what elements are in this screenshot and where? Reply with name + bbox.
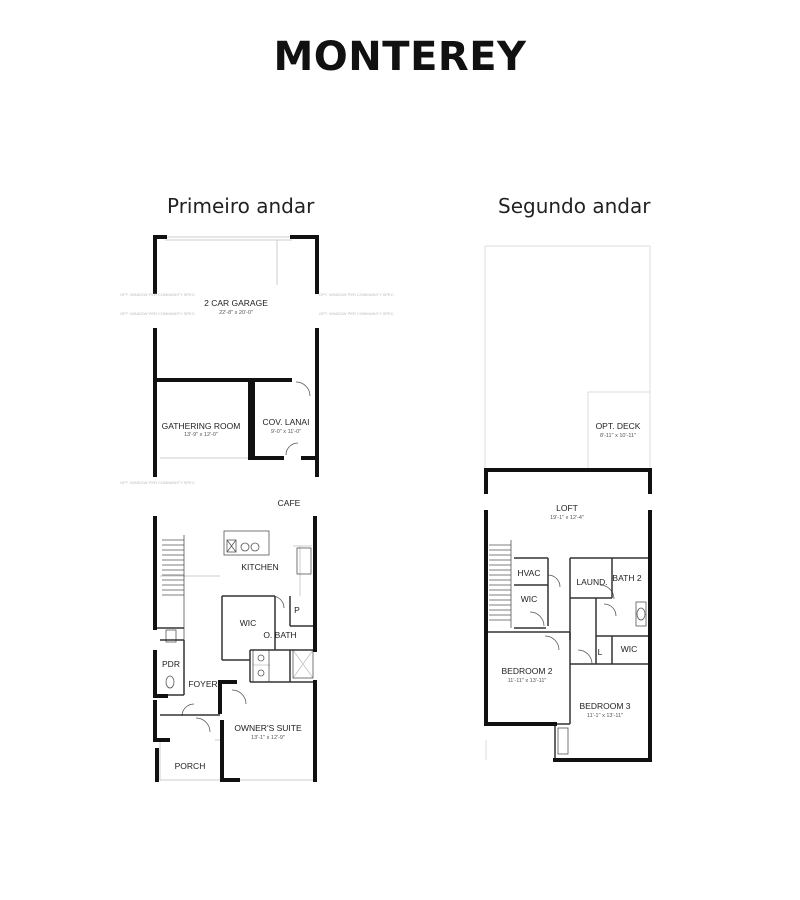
room-dim-garage: 22'-8" x 20'-0" — [219, 310, 253, 316]
room-dim-loft: 19'-1" x 12'-4" — [550, 515, 584, 521]
second-floor-fixtures — [529, 574, 647, 755]
second-floor-thin-walls — [486, 557, 648, 760]
room-label-deck: OPT. DECK — [596, 421, 641, 431]
first-floor-thin-walls — [155, 595, 315, 716]
room-label-wic: WIC — [240, 618, 257, 628]
room-label-bedroom-2: BEDROOM 2 — [501, 666, 552, 676]
room-label-cafe: CAFE — [278, 498, 301, 508]
option-note: OPT. WINDOW PER COMMUNITY SPEC. — [319, 311, 395, 316]
room-label-kitchen: KITCHEN — [241, 562, 278, 572]
option-note: OPT. WINDOW PER COMMUNITY SPEC. — [120, 480, 196, 485]
kitchen-island — [223, 530, 312, 575]
room-dim-bedroom-2: 11'-11" x 13'-11" — [508, 678, 547, 684]
room-label-linen: L — [598, 647, 603, 657]
room-label-wic-2: WIC — [621, 644, 638, 654]
room-label-lanai: COV. LANAI — [263, 417, 310, 427]
room-label-pantry: P — [294, 605, 300, 615]
option-note: OPT. WINDOW PER COMMUNITY SPEC. — [319, 292, 395, 297]
room-dim-deck: 8'-11" x 10'-11" — [600, 433, 636, 439]
option-note: OPT. WINDOW PER COMMUNITY SPEC. — [120, 311, 196, 316]
second-floor-stairs — [489, 540, 512, 628]
page-title: MONTEREY — [273, 34, 527, 80]
first-floor-room-labels: 2 CAR GARAGE 22'-8" x 20'-0" GATHERING R… — [162, 298, 310, 771]
room-label-loft: LOFT — [556, 503, 578, 513]
room-dim-gathering: 13'-9" x 12'-0" — [184, 432, 218, 438]
second-floor-faint-lines — [484, 245, 651, 760]
room-dim-owners: 13'-1" x 12'-9" — [251, 735, 285, 741]
room-label-gathering: GATHERING ROOM — [162, 421, 241, 431]
second-floor-label: Segundo andar — [498, 194, 651, 218]
second-floor-room-labels: OPT. DECK 8'-11" x 10'-11" LOFT 19'-1" x… — [501, 421, 641, 719]
room-label-bedroom-3: BEDROOM 3 — [579, 701, 630, 711]
room-label-hvac: HVAC — [518, 568, 541, 578]
second-floor-plan: OPT. DECK 8'-11" x 10'-11" LOFT 19'-1" x… — [484, 245, 652, 762]
room-dim-bedroom-3: 11'-1" x 13'-11" — [587, 713, 623, 719]
room-label-laund: LAUND. — [576, 577, 607, 587]
first-floor-plan: OPT. WINDOW PER COMMUNITY SPEC. OPT. WIN… — [120, 235, 395, 782]
first-floor-faint-lines — [159, 236, 315, 781]
room-label-obath: O. BATH — [263, 630, 296, 640]
room-label-foyer: FOYER — [188, 679, 217, 689]
first-floor-stairs — [162, 535, 185, 640]
room-dim-lanai: 9'-0" x 11'-0" — [271, 429, 301, 435]
room-label-pdr: PDR — [162, 659, 180, 669]
first-floor-walls — [153, 235, 319, 782]
room-label-bath-2: BATH 2 — [612, 573, 641, 583]
room-label-wic-1: WIC — [521, 594, 538, 604]
room-label-owners: OWNER'S SUITE — [234, 723, 302, 733]
first-floor-label: Primeiro andar — [167, 194, 315, 218]
second-floor-walls — [484, 468, 652, 762]
room-label-garage: 2 CAR GARAGE — [204, 298, 268, 308]
option-note: OPT. WINDOW PER COMMUNITY SPEC. — [120, 292, 196, 297]
first-floor-option-notes: OPT. WINDOW PER COMMUNITY SPEC. OPT. WIN… — [120, 292, 395, 485]
room-label-porch: PORCH — [175, 761, 206, 771]
